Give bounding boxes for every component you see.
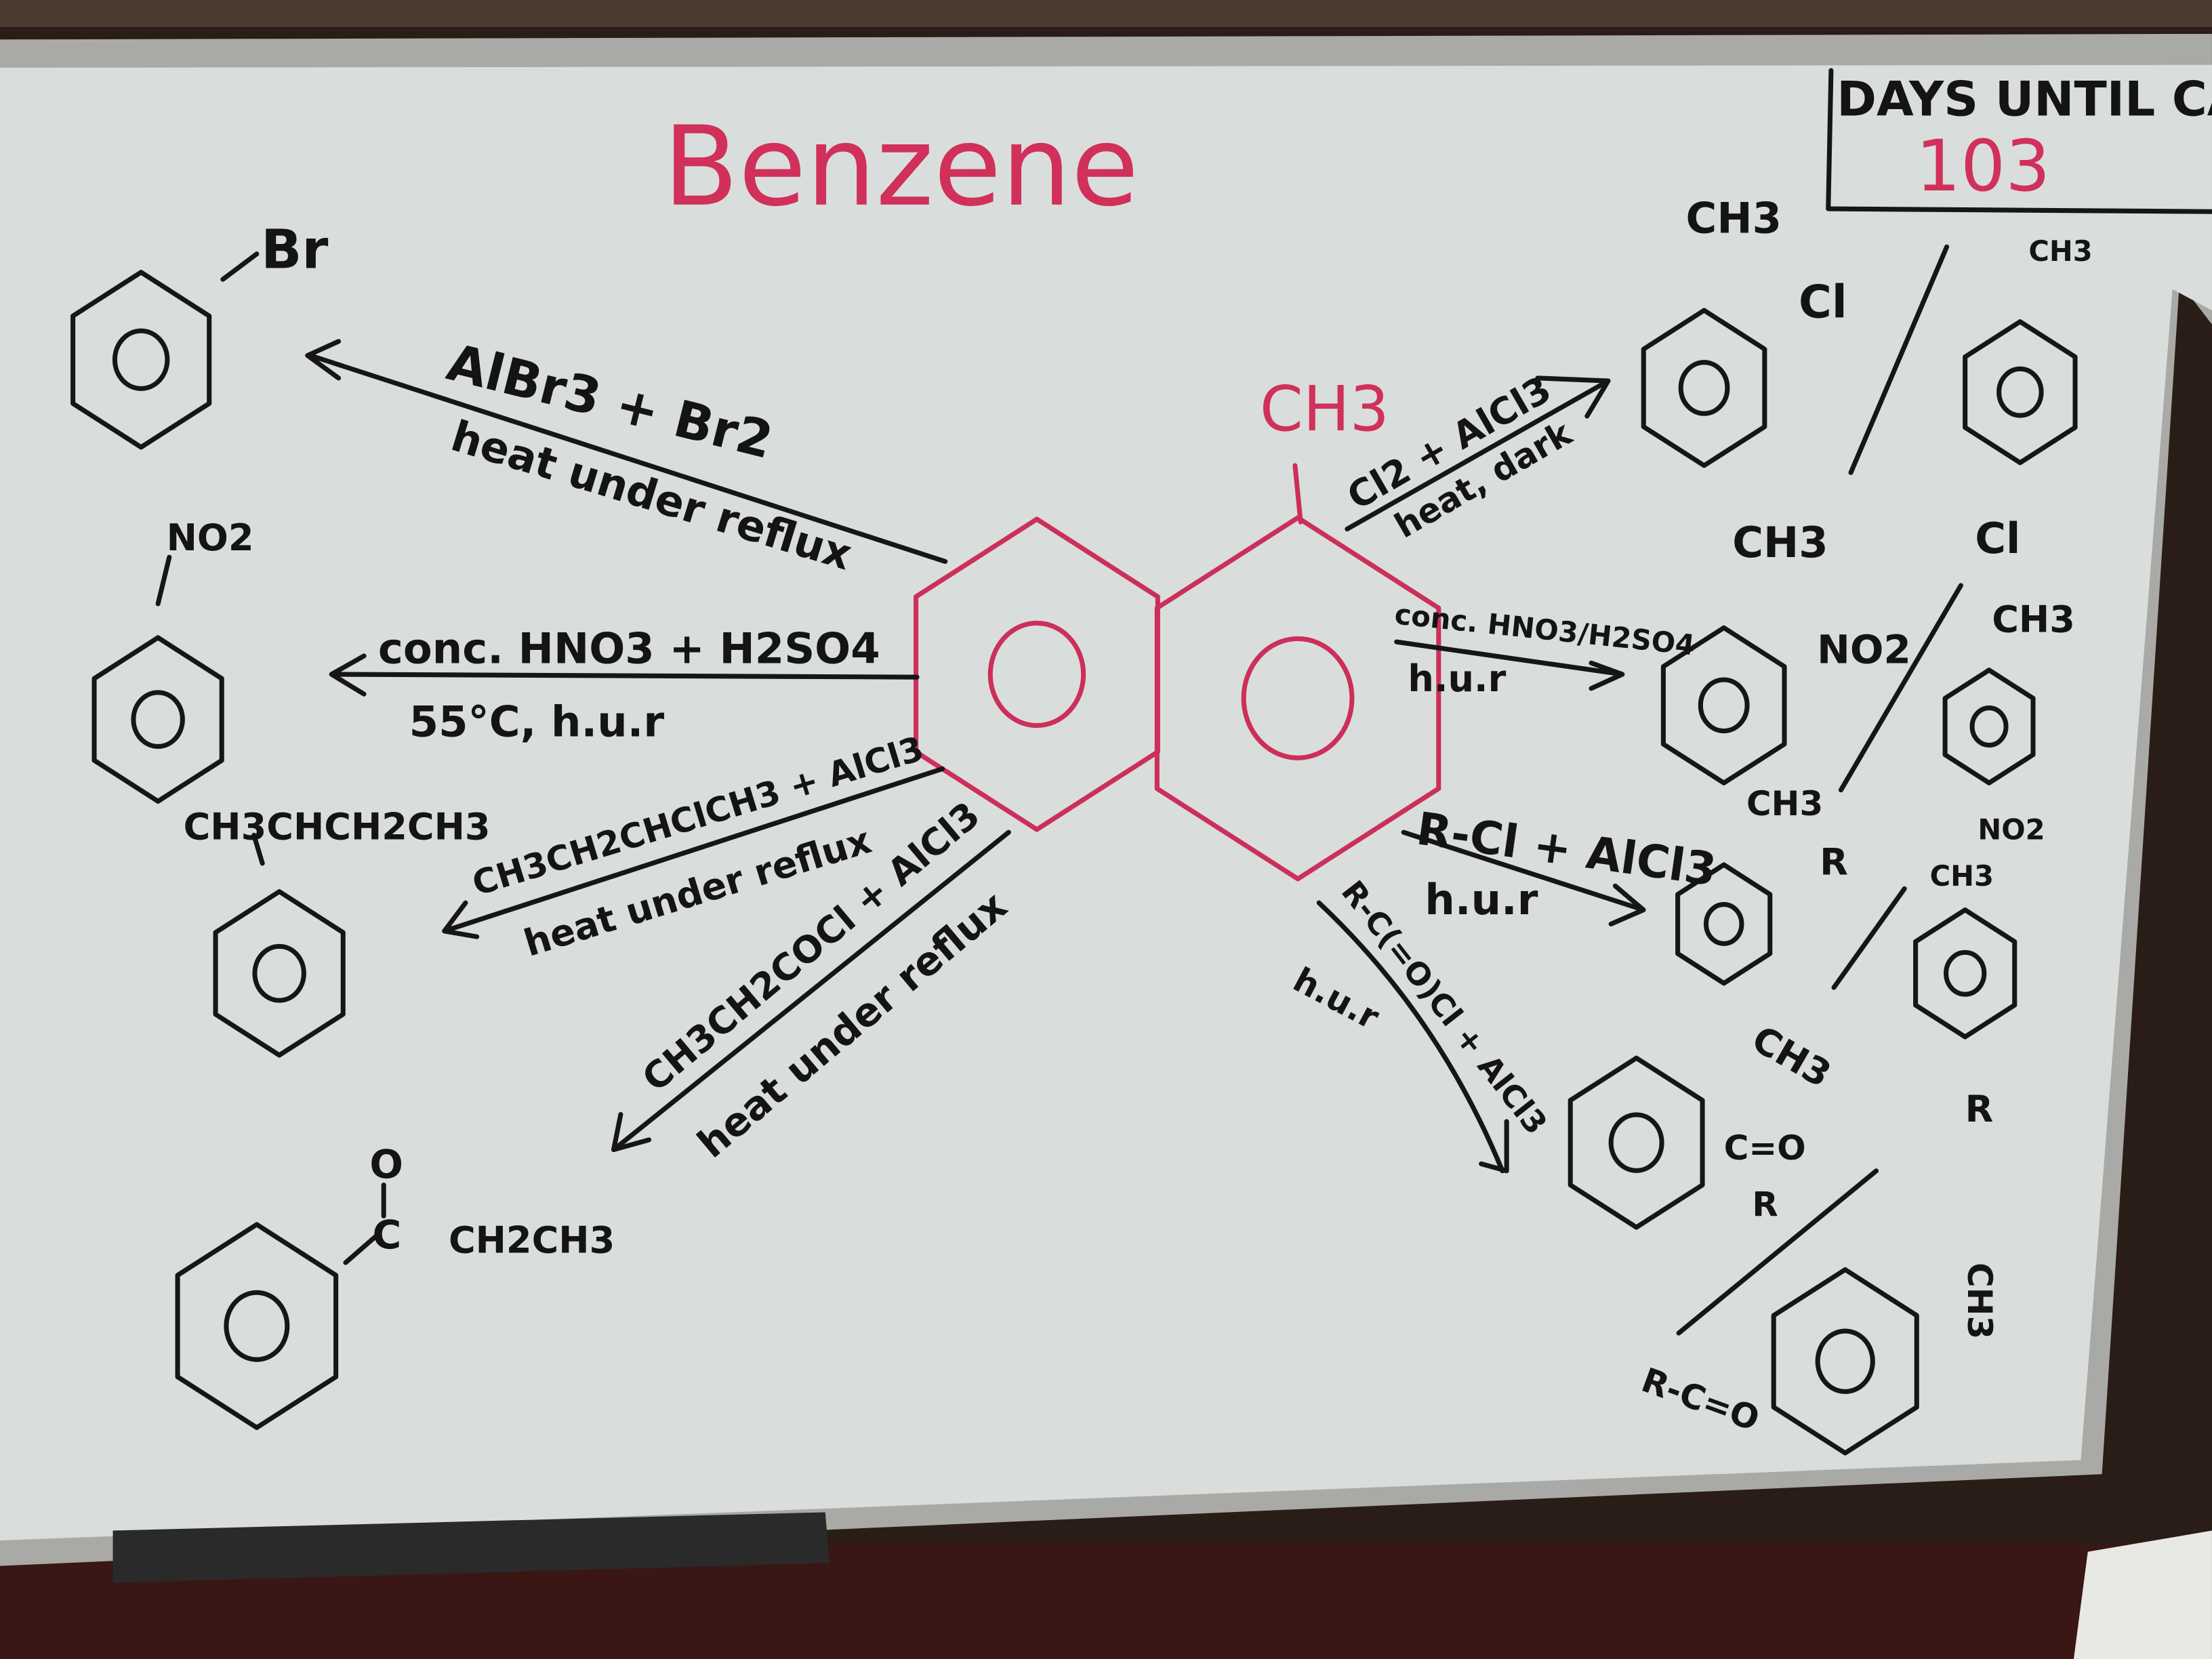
arrow-alkylation xyxy=(442,766,945,939)
ring-bromobenzene-aromatic-circle xyxy=(112,328,170,391)
ring-nitrobenzene-aromatic-circle xyxy=(131,690,185,749)
ring-o-alkyltoluene xyxy=(1675,862,1773,986)
o-acyl-r: R xyxy=(1752,1185,1778,1224)
product-ethyl: CH2CH3 xyxy=(449,1218,615,1261)
product-carbonyl-c: C xyxy=(373,1212,402,1258)
ring-toluene xyxy=(1154,515,1441,882)
ring-sec-butylbenzene-aromatic-circle xyxy=(252,943,306,1003)
ring-p-alkyltoluene xyxy=(1913,907,2018,1040)
condition-nitration-toluene: h.u.r xyxy=(1408,657,1506,700)
ring-p-chlorotoluene xyxy=(1963,319,2078,466)
ring-p-alkyltoluene-aromatic-circle xyxy=(1944,949,1987,997)
ring-o-nitrotoluene xyxy=(1660,625,1787,785)
bookshelf-strip xyxy=(0,0,2212,27)
paper-sheet xyxy=(2073,1530,2212,1659)
ring-benzene xyxy=(914,516,1160,832)
ring-o-alkyltoluene-aromatic-circle xyxy=(1703,902,1744,946)
ring-p-chlorotoluene-aromatic-circle xyxy=(1996,366,2044,418)
toluene-bond xyxy=(1292,463,1303,525)
product-no2: NO2 xyxy=(167,516,254,559)
arrow-bromination xyxy=(305,339,948,565)
p-nitro-no2: NO2 xyxy=(1978,813,2045,846)
arrow-alkylation-toluene xyxy=(1401,830,1646,926)
o-acyl-co: C=O xyxy=(1724,1128,1806,1168)
substituent-bonds xyxy=(155,251,386,1265)
o-nitro-ch3: CH3 xyxy=(1732,518,1828,567)
countdown-value: 103 xyxy=(1916,125,2051,207)
ring-o-nitrotoluene-aromatic-circle xyxy=(1698,677,1750,734)
ring-bromobenzene xyxy=(70,270,212,450)
o-alkyl-r: R xyxy=(1820,841,1848,884)
product-br: Br xyxy=(261,219,328,281)
ring-o-chlorotoluene xyxy=(1641,308,1767,468)
p-acyl-ch3: CH3 xyxy=(1960,1263,1999,1339)
ring-p-acyltoluene-aromatic-circle xyxy=(1815,1328,1875,1394)
arrow-acylation xyxy=(611,830,1011,1153)
product-sec-butyl: CH3CHCH2CH3 xyxy=(184,806,491,848)
arrow-acylation-toluene xyxy=(1316,900,1509,1174)
ring-p-nitrotoluene xyxy=(1942,668,2036,785)
o-chloro-cl: Cl xyxy=(1799,275,1847,328)
ring-o-chlorotoluene-aromatic-circle xyxy=(1678,360,1730,416)
marker-tray xyxy=(112,1512,830,1583)
arrow-nitration xyxy=(329,653,920,697)
ring-p-acyltoluene xyxy=(1771,1267,1919,1456)
ring-o-acyltoluene-aromatic-circle xyxy=(1608,1112,1664,1173)
reagent-nitration: conc. HNO3 + H2SO4 xyxy=(378,623,880,673)
arrow-nitration-toluene xyxy=(1394,639,1625,691)
ring-p-nitrotoluene-aromatic-circle xyxy=(1969,705,2009,748)
arrow-chlorination-toluene xyxy=(1345,375,1611,532)
o-alkyl-ch3: CH3 xyxy=(1746,784,1823,823)
p-alkyl-ch3: CH3 xyxy=(1930,859,1994,893)
countdown-label: DAYS UNTIL CAI xyxy=(1837,71,2212,127)
ring-sec-butylbenzene xyxy=(213,889,346,1058)
o-chloro-ch3: CH3 xyxy=(1686,193,1782,243)
countdown-box xyxy=(1826,68,2212,214)
product-carbonyl-o: O xyxy=(369,1141,403,1187)
ring-toluene-aromatic-circle xyxy=(1241,636,1355,760)
ring-propiophenone xyxy=(175,1222,339,1431)
benzene-rings xyxy=(70,270,2078,1456)
condition-nitration: 55°C, h.u.r xyxy=(409,697,665,747)
board-title: Benzene xyxy=(663,103,1139,231)
o-nitro-no2: NO2 xyxy=(1817,626,1911,672)
p-alkyl-r: R xyxy=(1965,1088,1994,1130)
p-chloro-cl: Cl xyxy=(1975,514,2020,563)
ring-propiophenone-aromatic-circle xyxy=(224,1290,290,1362)
ortho-para-separators xyxy=(1676,244,1963,1336)
board-surface xyxy=(0,64,2212,1541)
p-nitro-ch3: CH3 xyxy=(1992,598,2075,641)
condition-alkylation-toluene: h.u.r xyxy=(1425,875,1538,924)
ring-nitrobenzene xyxy=(91,635,224,804)
p-chloro-ch3: CH3 xyxy=(2028,234,2092,268)
ring-benzene-aromatic-circle xyxy=(987,620,1086,729)
ring-o-acyltoluene xyxy=(1568,1055,1705,1230)
toluene-ch3: CH3 xyxy=(1260,373,1389,445)
